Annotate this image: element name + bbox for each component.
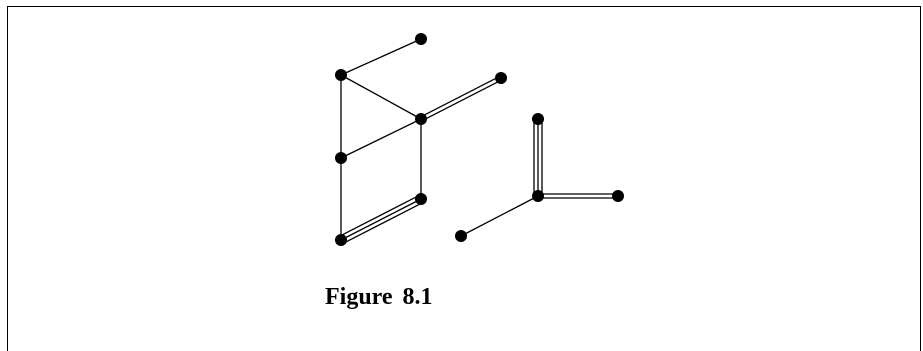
edge-v8-v9	[533, 119, 543, 196]
vertices-layer	[335, 33, 624, 246]
vertex-v11	[455, 230, 467, 242]
edge-v2-v4	[340, 74, 422, 120]
vertex-v1	[415, 33, 427, 45]
caption-word: Figure	[325, 284, 393, 310]
caption-number: 8.1	[402, 284, 433, 310]
edges-layer	[338, 38, 618, 245]
edge-v9-v10	[538, 193, 618, 199]
figure-frame	[7, 6, 921, 351]
figure-caption: Figure 8.1	[325, 284, 433, 311]
vertex-v8	[532, 113, 544, 125]
edge-line	[340, 118, 422, 159]
edge-line	[342, 201, 424, 245]
edge-line	[421, 79, 503, 122]
edge-line	[338, 194, 420, 238]
edge-v11-v9	[460, 195, 539, 237]
edge-v7-v6	[338, 194, 424, 245]
edge-line	[460, 195, 539, 237]
vertex-v6	[415, 193, 427, 205]
edge-line	[340, 198, 422, 241]
vertex-v5	[335, 152, 347, 164]
edge-line	[340, 74, 422, 120]
edge-line	[419, 75, 501, 118]
edge-line	[340, 38, 422, 76]
vertex-v3	[495, 72, 507, 84]
edge-v2-v1	[340, 38, 422, 76]
vertex-v4	[415, 113, 427, 125]
vertex-v9	[532, 190, 544, 202]
edge-v5-v4	[340, 118, 422, 159]
vertex-v10	[612, 190, 624, 202]
edge-v4-v3	[419, 75, 503, 122]
vertex-v7	[335, 234, 347, 246]
vertex-v2	[335, 69, 347, 81]
